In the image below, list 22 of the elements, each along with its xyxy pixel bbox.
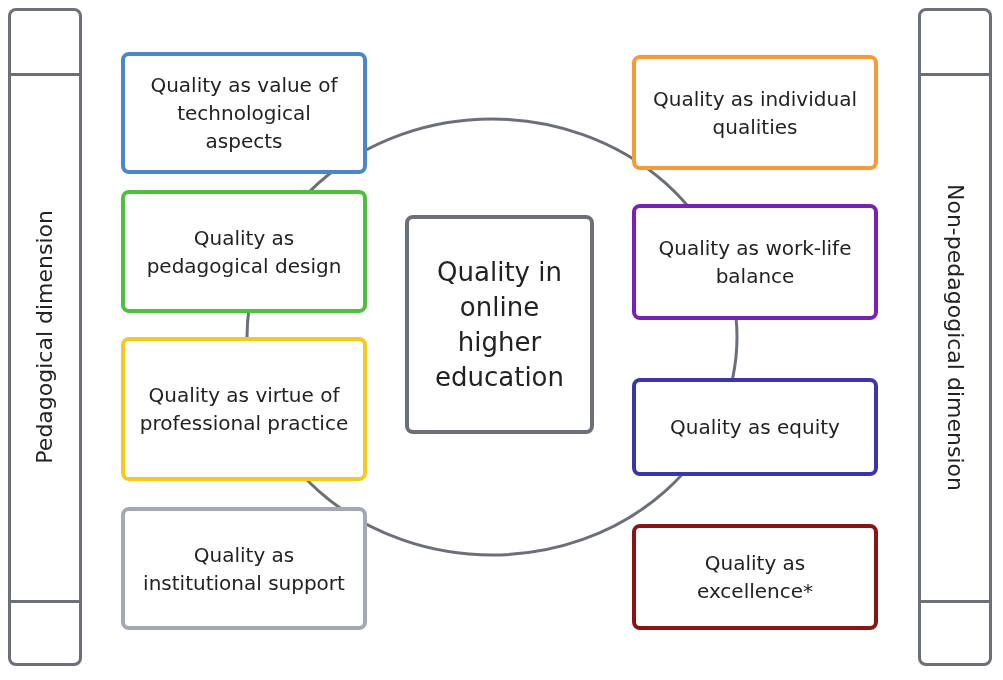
concept-box — [121, 52, 367, 174]
dimension-band — [918, 8, 992, 666]
concept-label: Quality as institutional support — [142, 541, 346, 597]
central-box — [405, 215, 594, 434]
concept-box — [632, 55, 878, 170]
concept-label: Quality as individual qualities — [652, 85, 858, 141]
concept-box — [121, 337, 367, 481]
dimension-band — [8, 8, 82, 666]
concept-label: Quality as work-life balance — [657, 235, 853, 290]
dimension-label: Non-pedagogical dimension — [942, 183, 969, 491]
concept-label: Quality as virtue of professional practice — [138, 382, 350, 437]
concept-box — [121, 190, 367, 313]
concept-label: Quality in online higher education — [434, 255, 565, 394]
concept-label: Quality as excellence* — [695, 550, 815, 605]
concept-box — [632, 524, 878, 630]
concept-box — [121, 507, 367, 630]
concept-label: Quality as equity — [669, 414, 841, 441]
dimension-label: Pedagogical dimension — [31, 210, 58, 464]
concept-label: Quality as value of technological aspects — [149, 72, 339, 155]
concept-box — [632, 204, 878, 320]
concept-box — [632, 378, 878, 476]
concept-label: Quality as pedagogical design — [145, 224, 343, 280]
